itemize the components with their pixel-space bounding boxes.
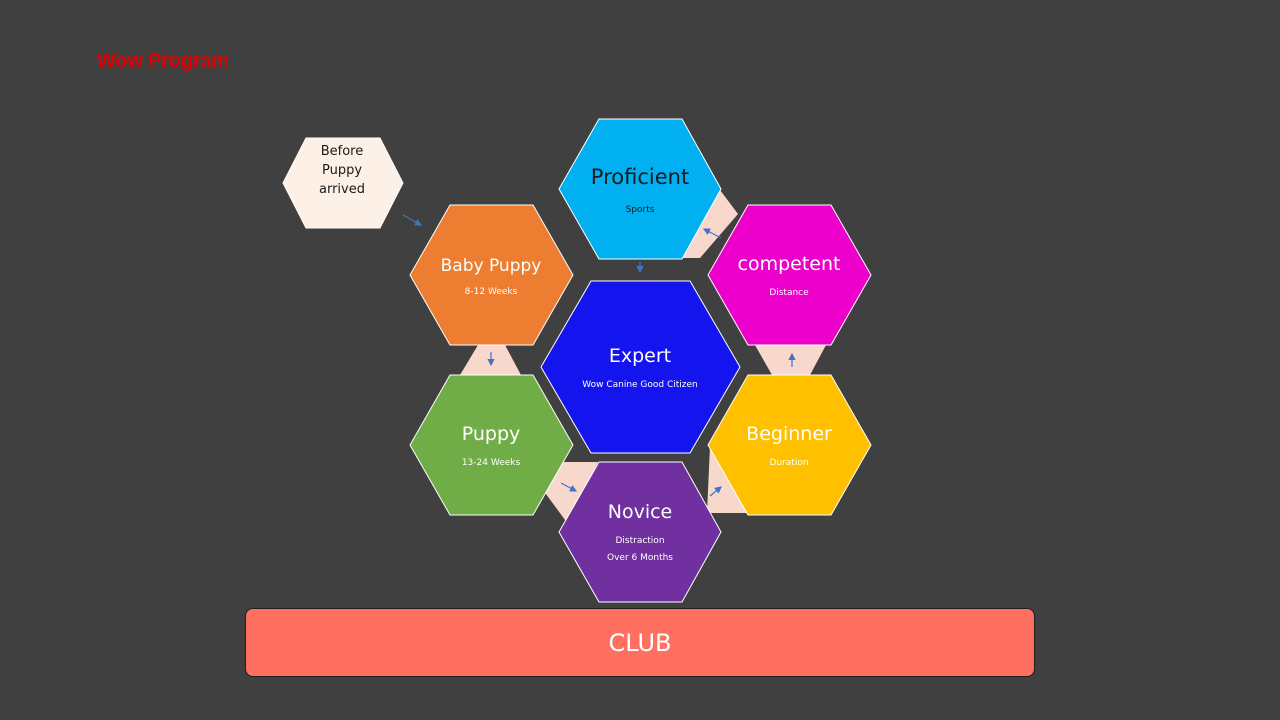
hex-beginner-subtitle: Duration bbox=[769, 458, 808, 468]
hex-proficient-subtitle: Sports bbox=[626, 205, 655, 215]
arrow-puppy-to-novice bbox=[560, 482, 578, 492]
hex-beginner-shape bbox=[707, 374, 872, 516]
connector-beginner-competent bbox=[755, 345, 826, 375]
hex-before: Before Puppy arrived bbox=[282, 137, 404, 229]
hex-competent-title: competent bbox=[738, 253, 841, 275]
hex-expert-subtitle: Wow Canine Good Citizen bbox=[582, 380, 698, 390]
hex-before-line-1: Before bbox=[321, 144, 364, 159]
hex-puppy-title: Puppy bbox=[462, 423, 521, 445]
hex-proficient: Proficient Sports bbox=[558, 118, 722, 260]
connector-layer bbox=[460, 190, 826, 524]
hex-beginner-title: Beginner bbox=[746, 423, 832, 445]
arrow-novice-to-beginner bbox=[709, 486, 722, 497]
hex-baby-puppy-subtitle: 8-12 Weeks bbox=[465, 287, 518, 297]
hex-before-line-3: arrived bbox=[319, 182, 365, 197]
club-bar: CLUB bbox=[245, 608, 1035, 677]
hex-competent: competent Distance bbox=[707, 204, 872, 346]
hex-baby-puppy: Baby Puppy 8-12 Weeks bbox=[409, 204, 574, 346]
hex-baby-puppy-title: Baby Puppy bbox=[441, 256, 542, 276]
arrow-before-to-baby-puppy bbox=[402, 214, 423, 226]
hex-expert: Expert Wow Canine Good Citizen bbox=[540, 280, 741, 454]
hex-proficient-title: Proficient bbox=[591, 165, 689, 189]
hex-novice-subtitle-1: Distraction bbox=[615, 536, 664, 546]
hex-competent-shape bbox=[707, 204, 872, 346]
hex-proficient-shape bbox=[558, 118, 722, 260]
club-label: CLUB bbox=[608, 628, 672, 657]
hex-before-line-2: Puppy bbox=[322, 163, 362, 178]
hex-puppy-shape bbox=[409, 374, 574, 516]
connector-puppy-novice bbox=[543, 462, 598, 524]
hex-expert-title: Expert bbox=[609, 345, 671, 367]
hex-novice-shape bbox=[558, 461, 722, 603]
arrow-competent-to-proficient bbox=[702, 228, 722, 239]
connector-competent-proficient bbox=[682, 190, 738, 258]
hex-competent-subtitle: Distance bbox=[769, 288, 809, 298]
hex-baby-puppy-shape bbox=[409, 204, 574, 346]
hex-novice: Novice Distraction Over 6 Months bbox=[558, 461, 722, 603]
hex-expert-shape bbox=[540, 280, 741, 454]
hex-before-shape bbox=[282, 137, 404, 229]
arrow-layer bbox=[402, 214, 796, 497]
hex-puppy: Puppy 13-24 Weeks bbox=[409, 374, 574, 516]
hex-beginner: Beginner Duration bbox=[707, 374, 872, 516]
hex-novice-title: Novice bbox=[608, 501, 673, 523]
hex-puppy-subtitle: 13-24 Weeks bbox=[462, 458, 521, 468]
hex-novice-subtitle-2: Over 6 Months bbox=[607, 553, 673, 563]
slide-title: Wow Program bbox=[97, 50, 229, 72]
